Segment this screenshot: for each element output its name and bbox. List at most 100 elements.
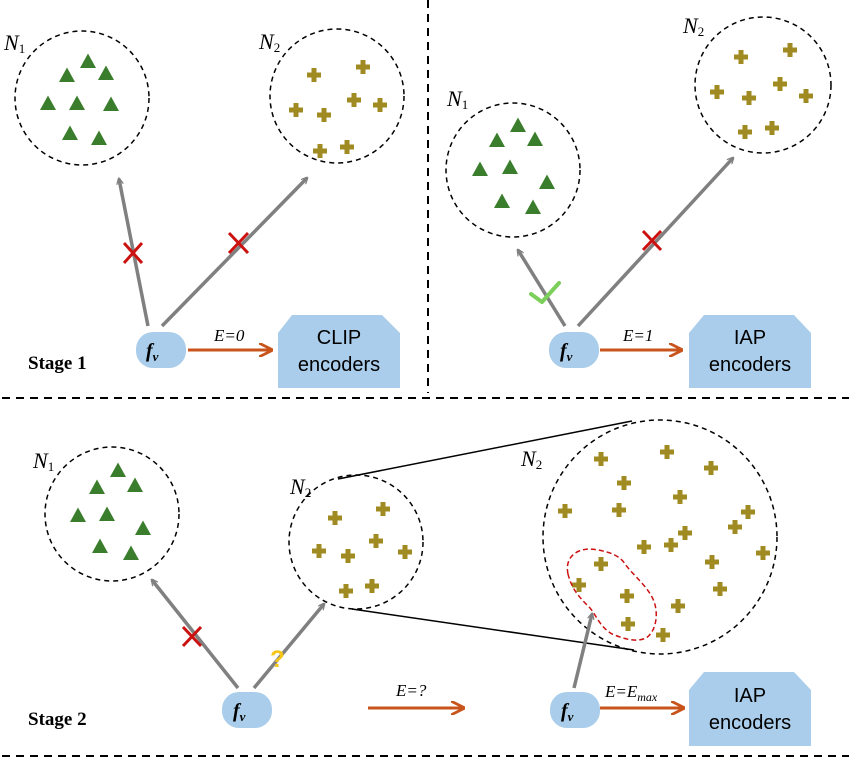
feature-node: [222, 692, 272, 728]
iap-encoders-label-line2: encoders: [709, 712, 791, 734]
neighborhood-n2-circle: [694, 16, 832, 154]
plus-sample: [594, 452, 608, 466]
triangle-cluster: [40, 53, 119, 145]
zoom-line-top: [337, 420, 633, 480]
iap-encoders-label-line1: IAP: [734, 685, 766, 707]
plus-sample: [705, 555, 719, 569]
plus-sample: [612, 503, 626, 517]
triangle-sample: [472, 161, 488, 176]
plus-sample: [328, 511, 342, 525]
triangle-sample: [80, 53, 96, 68]
plus-sample: [620, 589, 634, 603]
check-icon: [529, 281, 561, 304]
neighborhood-n2-zoomed-label: N2: [520, 446, 542, 472]
triangle-sample: [91, 130, 107, 145]
plus-sample: [704, 461, 718, 475]
neighborhood-n2-label: N2: [258, 29, 280, 55]
cross-icon: [181, 625, 203, 648]
neighborhood-n1-circle: [44, 446, 180, 582]
feature-label: fv: [560, 340, 573, 364]
triangle-sample: [99, 506, 115, 521]
plus-sample: [317, 108, 331, 122]
triangle-cluster: [70, 462, 151, 560]
triangle-sample: [92, 538, 108, 553]
triangle-cluster: [472, 117, 555, 214]
panel-stage2: N1 N2 N2 ? fv E=? fv E=Emax IAP encoders…: [28, 419, 811, 746]
iap-encoders-box: [689, 672, 811, 746]
feature-node: [136, 332, 186, 368]
neighborhood-n2-zoomed-circle: [542, 419, 778, 655]
plus-sample: [713, 582, 727, 596]
arrow-to-n2: [252, 604, 324, 690]
triangle-sample: [110, 462, 126, 477]
plus-sample: [339, 584, 353, 598]
neighborhood-n2-label: N2: [289, 474, 311, 500]
triangle-sample: [69, 95, 85, 110]
feature-label: fv: [561, 700, 574, 724]
triangle-sample: [539, 174, 555, 189]
plus-sample: [312, 544, 326, 558]
triangle-sample: [489, 132, 505, 147]
iap-encoders-box: [689, 315, 811, 388]
plus-sample: [558, 504, 572, 518]
triangle-sample: [135, 520, 151, 535]
neighborhood-n1-label: N1: [3, 30, 25, 56]
clip-encoders-label-line1: CLIP: [317, 327, 361, 349]
plus-cluster: [289, 60, 387, 158]
panel-stage1-iap: N1 N2 fv E=1 IAP encoders: [445, 13, 832, 388]
stage2-label: Stage 2: [28, 709, 87, 730]
plus-sample: [398, 545, 412, 559]
cross-icon: [227, 231, 250, 255]
triangle-sample: [70, 507, 86, 522]
feature-node: [549, 332, 599, 368]
plus-sample: [738, 125, 752, 139]
neighborhood-n1-label: N1: [446, 86, 468, 112]
stage1-label: Stage 1: [28, 353, 87, 374]
plus-sample: [356, 60, 370, 74]
plus-sample: [710, 85, 724, 99]
neighborhood-n2-label: N2: [682, 13, 704, 39]
iap-encoders-label-line1: IAP: [734, 327, 766, 349]
plus-sample: [742, 91, 756, 105]
clip-encoders-box: [278, 315, 400, 388]
plus-sample: [656, 628, 670, 642]
plus-sample: [678, 526, 692, 540]
iap-encoders-label-line2: encoders: [709, 354, 791, 376]
plus-sample: [756, 546, 770, 560]
triangle-sample: [510, 117, 526, 132]
question-icon: ?: [270, 646, 285, 673]
triangle-sample: [62, 125, 78, 140]
plus-sample: [765, 121, 779, 135]
energy-label: E=1: [622, 326, 653, 345]
triangle-sample: [103, 96, 119, 111]
plus-sample: [671, 599, 685, 613]
arrow-to-n2: [160, 178, 307, 328]
clip-encoders-label-line2: encoders: [298, 354, 380, 376]
plus-sample: [369, 534, 383, 548]
plus-sample: [289, 103, 303, 117]
energy-label-unknown: E=?: [395, 681, 427, 700]
plus-cluster-zoomed: [558, 445, 770, 642]
plus-sample: [637, 540, 651, 554]
triangle-sample: [40, 95, 56, 110]
plus-sample: [673, 490, 687, 504]
plus-sample: [728, 520, 742, 534]
plus-sample: [741, 505, 755, 519]
cross-icon: [641, 229, 663, 252]
plus-sample: [799, 89, 813, 103]
triangle-sample: [527, 131, 543, 146]
triangle-sample: [98, 65, 114, 80]
neighborhood-n1-circle: [445, 102, 581, 238]
feature-label: fv: [146, 340, 159, 364]
neighborhood-n2-circle: [269, 28, 405, 164]
feature-label: fv: [233, 700, 246, 724]
plus-cluster: [312, 502, 412, 598]
plus-sample: [307, 68, 321, 82]
panel-stage1-clip: N1 N2 fv E=0 CLIP encoders Stage 1: [3, 28, 405, 388]
triangle-sample: [59, 67, 75, 82]
plus-sample: [664, 538, 678, 552]
arrow-to-n1: [516, 250, 567, 327]
cross-icon: [122, 241, 144, 265]
